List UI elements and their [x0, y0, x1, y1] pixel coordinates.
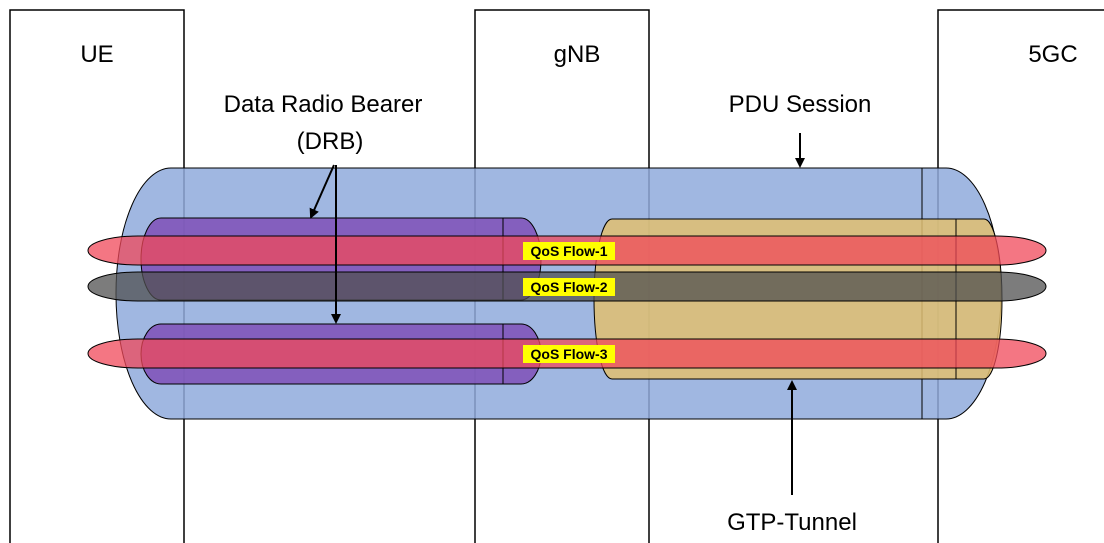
qos-flow-label-bg-1	[523, 242, 615, 260]
core-label: 5GC	[1028, 41, 1077, 68]
gtp-tunnel-annotation: GTP-Tunnel	[727, 509, 857, 536]
qos-flow-label-bg-2	[523, 278, 615, 296]
qos-flow-label-2: QoS Flow-2	[531, 279, 608, 295]
qos-flow-label-bg-3	[523, 345, 615, 363]
qos-flow-label-1: QoS Flow-1	[531, 243, 608, 259]
drb-annotation-line1: Data Radio Bearer	[224, 91, 423, 118]
drb-annotation-line2: (DRB)	[297, 128, 364, 155]
qos-flow-label-3: QoS Flow-3	[531, 346, 608, 362]
pdu-session-annotation: PDU Session	[729, 91, 872, 118]
gnb-label: gNB	[554, 41, 601, 68]
ue-label: UE	[80, 41, 113, 68]
drb-arrow-top	[309, 164, 335, 219]
